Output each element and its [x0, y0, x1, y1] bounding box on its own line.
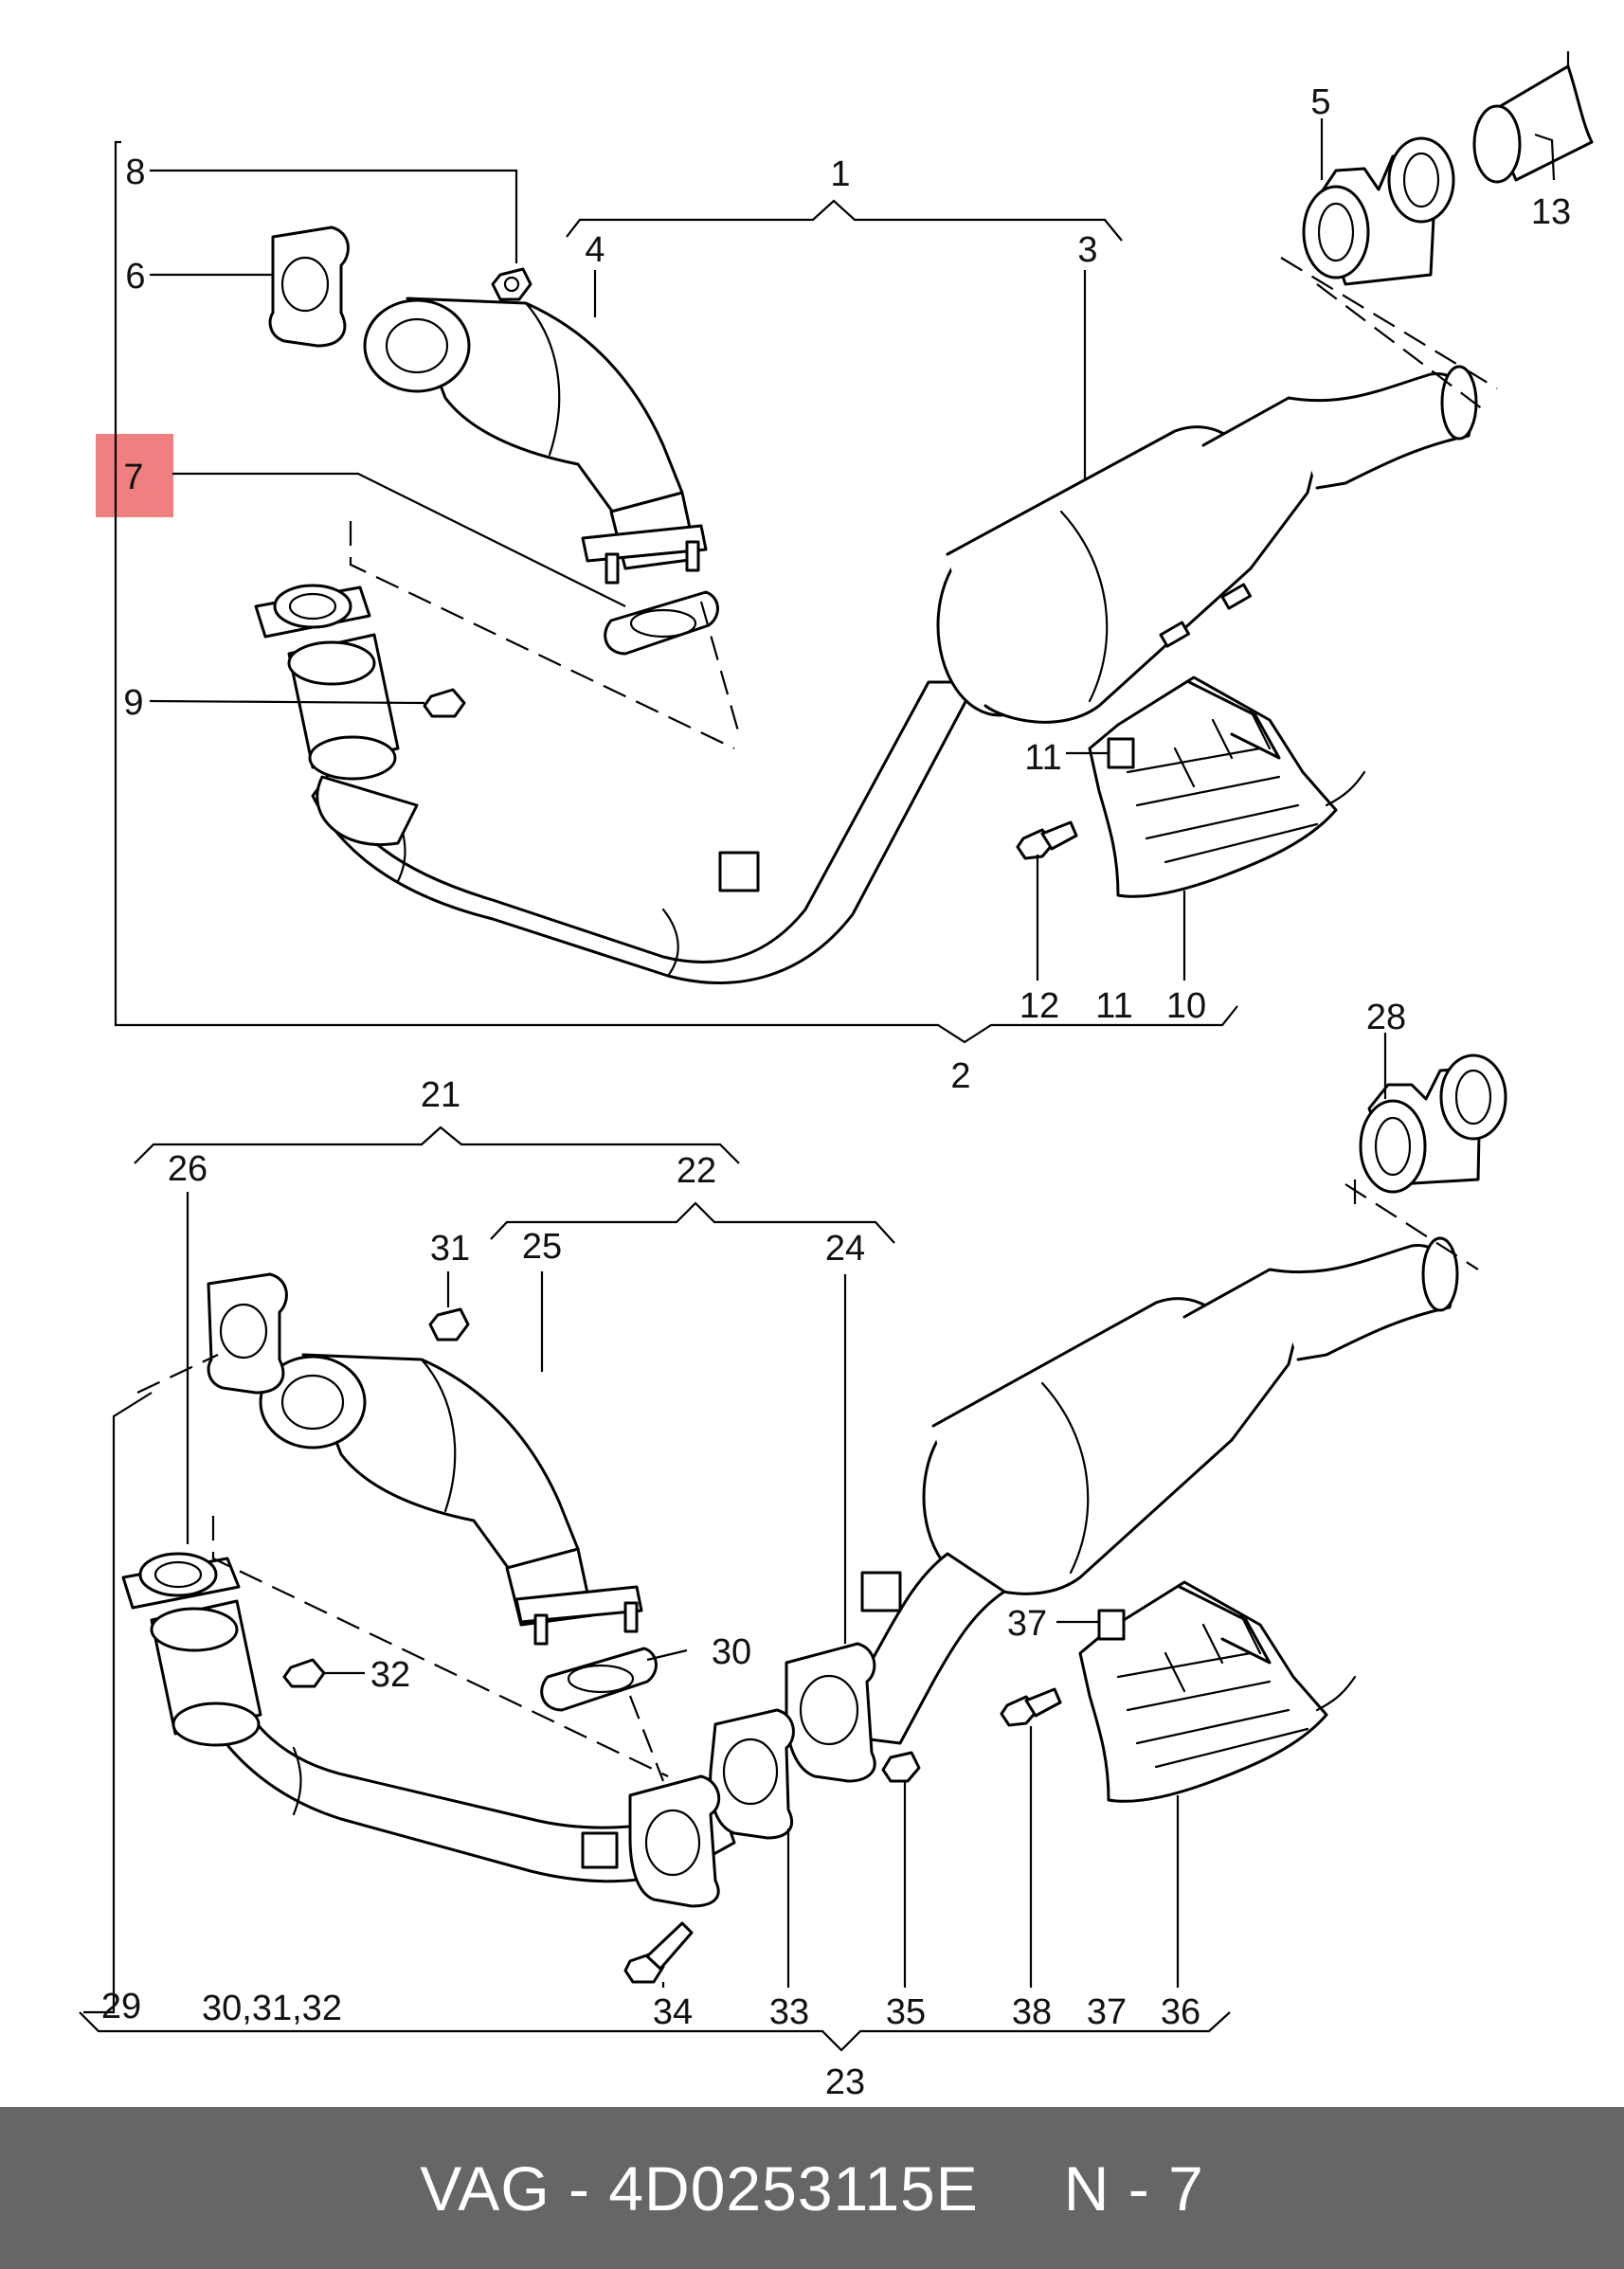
- gasket-7: [604, 590, 719, 656]
- callout-30-31-32: 30,31,32: [202, 1989, 342, 2028]
- callout-11: 11: [1024, 738, 1061, 778]
- callout-36: 36: [1161, 1992, 1200, 2032]
- callout-9: 9: [123, 683, 143, 723]
- gasket-30: [540, 1647, 658, 1712]
- footer-part-number: 4D0253115E: [608, 2152, 979, 2224]
- flange-24: [785, 1642, 876, 1783]
- callout-21: 21: [421, 1075, 460, 1115]
- callout-4: 4: [585, 230, 604, 270]
- callout-22: 22: [677, 1151, 716, 1191]
- callout-2: 2: [950, 1056, 970, 1096]
- nut-31: [428, 1307, 470, 1342]
- gasket-33: [709, 1708, 795, 1840]
- callout-10: 10: [1166, 986, 1206, 1026]
- nut-32: [282, 1658, 326, 1688]
- upper-assembly: 1 2 3 4 5 6 7 8 9 10 11 11 12 13: [96, 50, 1594, 1096]
- callout-7: 7: [123, 458, 143, 497]
- nut-8: [491, 267, 532, 301]
- callout-34: 34: [653, 1992, 693, 2032]
- callout-11: 11: [1095, 986, 1132, 1026]
- footer-bar: VAG - 4D0253115E N - 7: [0, 2107, 1624, 2269]
- callout-23: 23: [825, 2062, 865, 2102]
- callout-5: 5: [1310, 82, 1330, 122]
- callout-31: 31: [430, 1229, 470, 1269]
- heat-shield-10: [1088, 675, 1338, 898]
- footer-separator: -: [568, 2152, 590, 2224]
- callout-12: 12: [1020, 986, 1059, 1026]
- exhaust-pipe-upper: [311, 680, 978, 984]
- callout-32: 32: [370, 1655, 410, 1695]
- footer-position: N - 7: [1063, 2152, 1204, 2224]
- callout-6: 6: [125, 257, 145, 297]
- highlight-7: [96, 434, 173, 517]
- callout-37: 37: [1007, 1604, 1047, 1644]
- callout-8: 8: [125, 153, 145, 192]
- callout-26: 26: [168, 1149, 208, 1189]
- callout-37: 37: [1087, 1992, 1127, 2032]
- callout-25: 25: [522, 1227, 562, 1267]
- callout-28: 28: [1366, 998, 1406, 1037]
- nut-35: [881, 1751, 921, 1783]
- heat-shield-36: [1078, 1580, 1328, 1803]
- callout-33: 33: [769, 1992, 809, 2032]
- callout-24: 24: [825, 1229, 865, 1269]
- callout-29: 29: [101, 1987, 141, 2026]
- callout-30: 30: [712, 1632, 751, 1672]
- callout-1: 1: [830, 154, 850, 194]
- lower-assembly: 21 22 23 24 25 26 28 29 30 30,31,32 31 3…: [79, 998, 1507, 2102]
- callout-3: 3: [1077, 230, 1097, 270]
- callout-38: 38: [1012, 1992, 1052, 2032]
- gasket-6: [268, 225, 350, 348]
- exhaust-parts-diagram: 1 2 3 4 5 6 7 8 9 10 11 11 12 13: [79, 50, 1594, 2102]
- footer-brand: VAG: [420, 2152, 550, 2224]
- callout-13: 13: [1531, 192, 1571, 232]
- nut-9: [423, 688, 466, 718]
- callout-35: 35: [886, 1992, 926, 2032]
